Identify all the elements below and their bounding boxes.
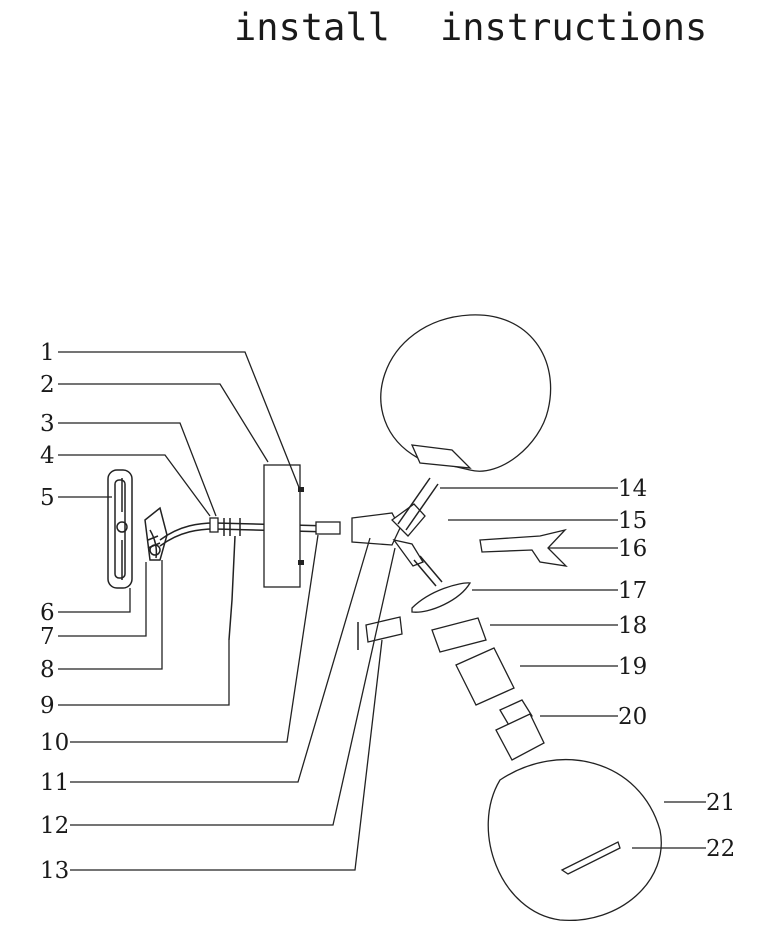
callout-12: 12 xyxy=(40,813,69,839)
part-20-lamp-socket xyxy=(495,699,545,761)
part-17-cup xyxy=(411,582,472,613)
callout-19: 19 xyxy=(618,654,647,680)
callout-numbers: 1 2 3 4 5 6 7 8 9 10 11 12 13 14 15 16 1… xyxy=(40,340,735,884)
callout-21: 21 xyxy=(706,790,735,816)
callout-9: 9 xyxy=(40,693,55,719)
callout-11: 11 xyxy=(40,770,69,796)
callout-20: 20 xyxy=(618,704,647,730)
callout-4: 4 xyxy=(40,443,55,469)
part-13-clip xyxy=(357,616,403,650)
part-19-sleeve xyxy=(455,647,515,706)
callout-13: 13 xyxy=(40,858,69,884)
callout-14: 14 xyxy=(618,476,647,502)
callout-15: 15 xyxy=(618,508,647,534)
callout-10: 10 xyxy=(40,730,69,756)
title-word-install: install xyxy=(234,6,390,49)
page-title: install instructions xyxy=(0,6,758,58)
part-15-three-way-body xyxy=(351,477,443,587)
part-18-ring xyxy=(431,617,487,653)
callout-18: 18 xyxy=(618,613,647,639)
part-21-lower-globe xyxy=(487,759,662,921)
part-14-upper-globe xyxy=(380,314,552,472)
callout-16: 16 xyxy=(618,536,647,562)
leader-lines xyxy=(58,351,706,871)
callout-7: 7 xyxy=(40,624,55,650)
callout-1: 1 xyxy=(40,340,55,366)
part-2-wall-plate xyxy=(263,464,304,588)
title-word-instructions: instructions xyxy=(440,6,708,49)
callout-5: 5 xyxy=(40,485,55,511)
callout-22: 22 xyxy=(706,836,735,862)
part-16-arm-piece xyxy=(479,528,568,567)
callout-3: 3 xyxy=(40,411,55,437)
part-7-8-mounting-bracket xyxy=(144,506,168,561)
wire-and-rod xyxy=(159,517,341,641)
part-5-backplate xyxy=(107,469,133,589)
callout-2: 2 xyxy=(40,372,55,398)
callout-6: 6 xyxy=(40,600,55,626)
callout-8: 8 xyxy=(40,657,55,683)
callout-17: 17 xyxy=(618,578,647,604)
